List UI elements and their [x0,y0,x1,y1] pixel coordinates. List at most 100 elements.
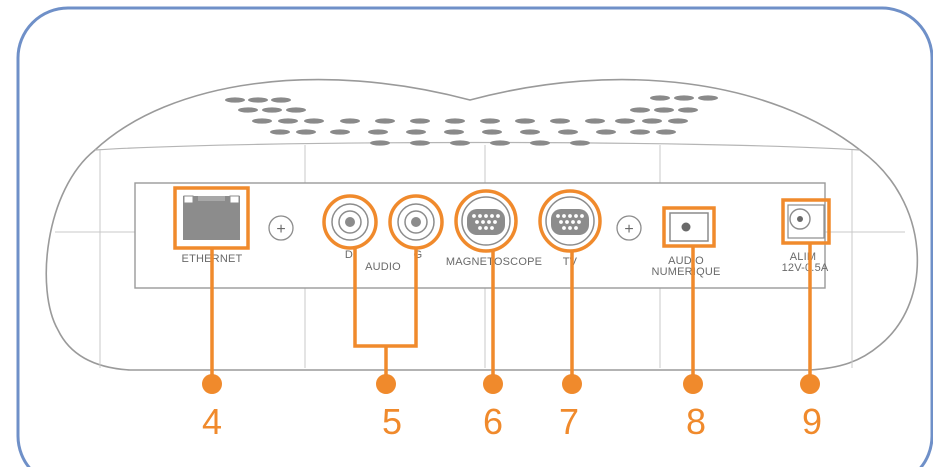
connector-pin [484,214,488,218]
connector-pin [574,214,578,218]
connector-pin [478,214,482,218]
connector-pin [580,214,584,218]
vent-grille [225,95,718,146]
vent-slot [674,95,694,101]
screw-right-glyph: + [624,221,633,238]
vent-slot [550,118,570,124]
callout-number-magnetoscope: 6 [483,401,503,442]
vent-slot [654,107,674,113]
vent-slot [656,129,676,135]
callout-dot-audio-numerique [683,374,703,394]
callout-leaders [210,243,812,383]
vent-slot [515,118,535,124]
audio-left-label: G [414,249,423,261]
vent-slot [375,118,395,124]
vent-slot [630,129,650,135]
connector-pin [577,220,581,224]
connector-pin [475,220,479,224]
tv-connector [538,189,602,253]
vent-slot [520,129,540,135]
vent-slot [570,140,590,146]
vent-slot [410,118,430,124]
screw-right: + [616,215,642,241]
callout-dot-audio [376,374,396,394]
screw-left: + [268,215,294,241]
connector-pin [574,226,578,230]
connector-pin [568,226,572,230]
connector-pin [562,214,566,218]
vent-slot [444,129,464,135]
device-top-edge [94,141,861,151]
vent-slot [558,129,578,135]
audio-numerique-label-line2: NUMERIQUE [651,266,720,278]
connector-pin [490,226,494,230]
callout-number-alim: 9 [802,401,822,442]
callout-number-tv: 7 [559,401,579,442]
vent-slot [678,107,698,113]
vent-slot [450,140,470,146]
vent-slot [642,118,662,124]
vent-slot [304,118,324,124]
callout-number-audio: 5 [382,401,402,442]
vent-slot [698,95,718,101]
vent-slot [445,118,465,124]
connector-pin [496,214,500,218]
power-jack [781,198,831,245]
connector-pin [481,220,485,224]
connector-pin [472,214,476,218]
vent-slot [410,140,430,146]
vent-slot [330,129,350,135]
callout-dot-tv [562,374,582,394]
vent-slot [668,118,688,124]
vent-slot [368,129,388,135]
vent-slot [630,107,650,113]
connector-pin [565,220,569,224]
callout-dot-magnetoscope [483,374,503,394]
frame-border [16,6,933,472]
callout-number-ethernet: 4 [202,401,222,442]
vent-slot [615,118,635,124]
vent-slot [480,118,500,124]
connector-pin [562,226,566,230]
screw-left-glyph: + [276,221,285,238]
vent-slot [296,129,316,135]
audio-right-rca-jack [322,194,378,250]
magnetoscope-connector [454,189,518,253]
connector-pin [490,214,494,218]
connector-pin [568,214,572,218]
connector-pin [556,214,560,218]
vent-slot [270,129,290,135]
callout-dot-ethernet [202,374,222,394]
ethernet-port [173,186,250,250]
connector-pin [493,220,497,224]
vent-slot [370,140,390,146]
vent-slot [482,129,502,135]
connector-pin [478,226,482,230]
connector-pin [484,226,488,230]
vent-slot [650,95,670,101]
vent-slot [248,97,268,103]
vent-slot [225,97,245,103]
vent-slot [262,107,282,113]
vent-slot [252,118,272,124]
connector-pin [571,220,575,224]
callout-dots [202,374,820,394]
vent-slot [490,140,510,146]
connector-pin [559,220,563,224]
vent-slot [596,129,616,135]
vent-slot [238,107,258,113]
vent-slot [406,129,426,135]
callout-number-audio-numerique: 8 [686,401,706,442]
audio-numerique-label-line1: AUDIO [668,255,704,267]
audio-right-label: D [345,249,353,261]
audio-left-rca-jack [388,194,444,250]
vent-slot [278,118,298,124]
vent-slot [286,107,306,113]
tv-label: TV [563,256,578,268]
alim-label-line2: 12V-0.5A [782,262,829,274]
connector-pin [487,220,491,224]
vent-slot [530,140,550,146]
callout-dot-alim [800,374,820,394]
